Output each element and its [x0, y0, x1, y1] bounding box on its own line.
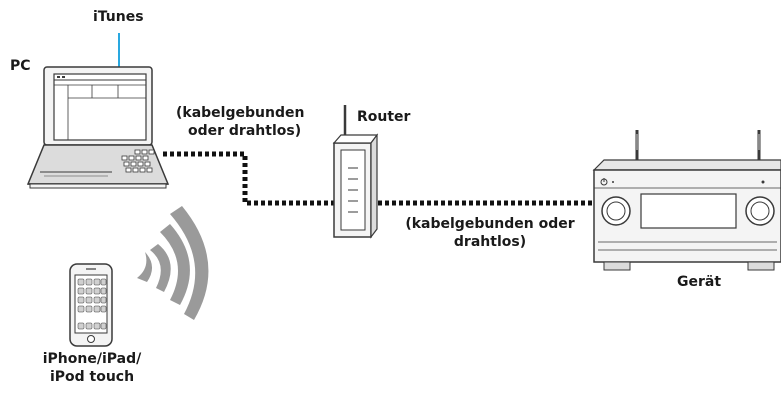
smartphone-icon — [69, 263, 113, 347]
laptop-icon — [26, 66, 170, 189]
itunes-label: iTunes — [93, 9, 144, 25]
mobile-label-line2: iPod touch — [49, 369, 135, 385]
router-label: Router — [357, 109, 411, 125]
router-icon — [332, 105, 379, 239]
pc-connection-label: (kabelgebunden oder drahtlos) — [176, 104, 304, 140]
connection-pc-router — [163, 151, 335, 206]
pc-connection-label-line2: oder drahtlos) — [188, 123, 302, 139]
av-receiver-icon — [592, 130, 781, 271]
mobile-label-line1: iPhone/iPad/ — [42, 351, 142, 367]
pc-connection-label-line1: (kabelgebunden — [176, 105, 305, 121]
device-connection-label-line2: drahtlos) — [453, 234, 527, 250]
device-connection-label: (kabelgebunden oder drahtlos) — [398, 215, 582, 251]
pc-label: PC — [10, 58, 31, 74]
device-label: Gerät — [677, 274, 722, 290]
wireless-signal-icon — [137, 206, 209, 320]
device-connection-label-line1: (kabelgebunden oder — [405, 216, 575, 232]
mobile-label: iPhone/iPad/ iPod touch — [22, 350, 162, 386]
